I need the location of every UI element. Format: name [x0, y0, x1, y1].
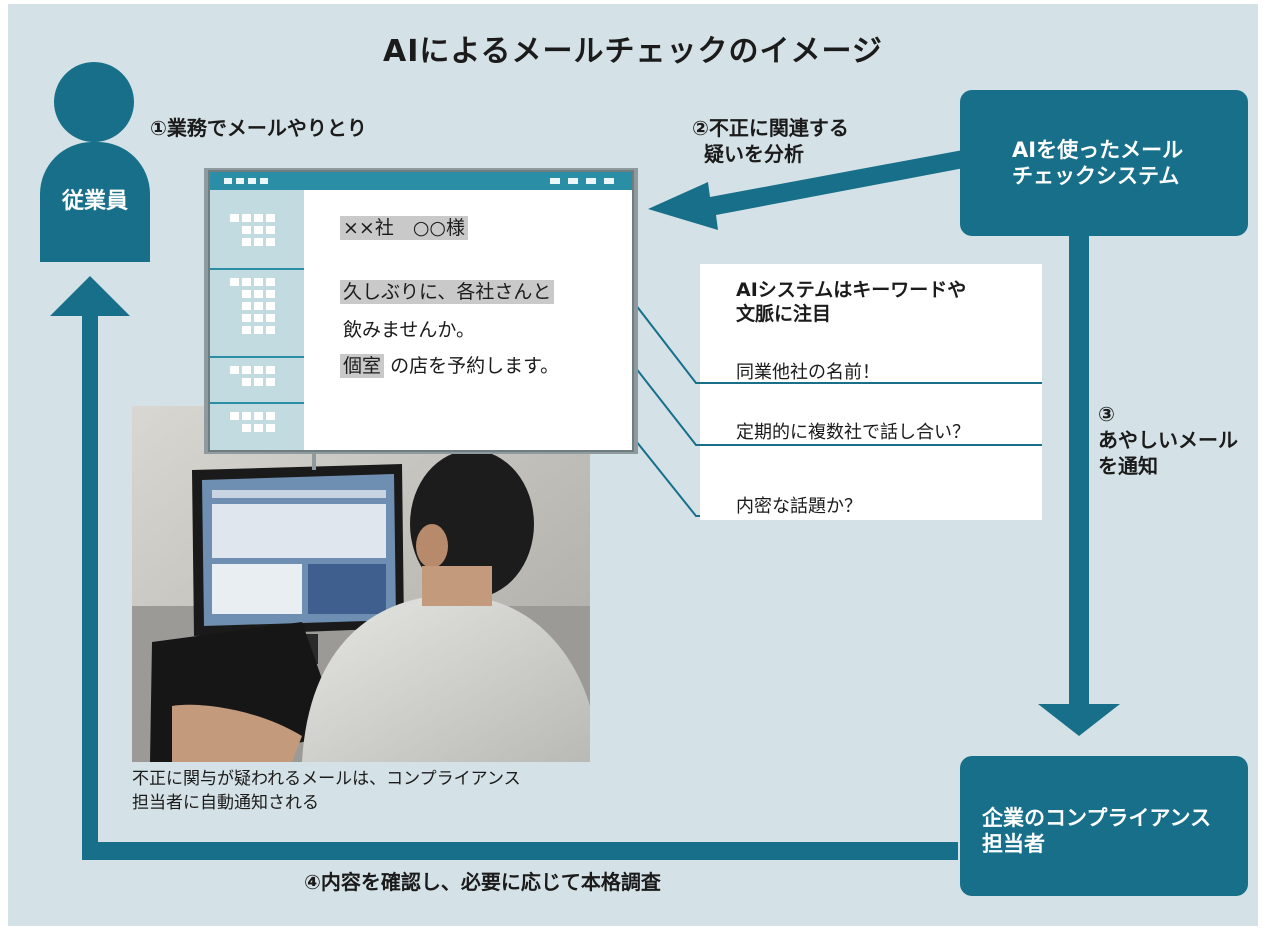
step3-label-line2: あやしいメール	[1098, 428, 1238, 452]
mail-body-line3: 個室 の店を予約します。	[340, 354, 559, 378]
mail-keyword-private-room: 個室	[340, 354, 385, 378]
mail-window-titlebar	[210, 172, 632, 190]
mail-body-line3-rest: の店を予約します。	[390, 355, 560, 377]
window-control	[568, 178, 578, 184]
window-dot	[248, 178, 256, 184]
photo-caption-line1: 不正に関与が疑われるメールは、コンプライアンス	[132, 769, 521, 789]
mail-body-line2: 飲みませんか。	[343, 319, 476, 341]
analysis-divider	[700, 382, 1042, 384]
analysis-heading-line2: 文脈に注目	[736, 303, 832, 325]
arrow-analyze	[648, 150, 964, 230]
step3-label-line3: を通知	[1098, 454, 1158, 478]
ai-check-system-box: AIを使ったメール チェックシステム	[960, 90, 1248, 236]
employee-label: 従業員	[61, 189, 128, 214]
mail-body-line1: 久しぶりに、各社さんと	[340, 280, 555, 304]
step3-label-line1: ③	[1098, 402, 1115, 426]
ai-system-line2: チェックシステム	[1012, 164, 1180, 188]
sidebar-divider	[210, 268, 304, 270]
compliance-officer-box: 企業のコンプライアンス 担当者	[960, 756, 1248, 896]
mail-window: ××社 ○○様 久しぶりに、各社さんと 飲みませんか。 個室 の店を予約します。	[208, 170, 634, 452]
step1-label: ①業務でメールやりとり	[150, 116, 367, 140]
sidebar-divider	[210, 356, 304, 358]
window-control	[550, 178, 560, 184]
mail-body-line1-text: 久しぶりに、各社さんと	[340, 280, 555, 304]
analysis-heading-line1: AIシステムはキーワードや	[736, 279, 967, 301]
diagram-canvas: AIによるメールチェックのイメージ 従業員 ①業務でメールやりとり ②不正に関連…	[8, 4, 1258, 926]
window-dot	[236, 178, 244, 184]
analysis-point-confidential: 内密な話題か？	[736, 496, 862, 517]
analysis-point-meetings: 定期的に複数社で話し合い？	[736, 422, 970, 443]
mail-recipient-text: ××社 ○○様	[340, 216, 468, 240]
diagram-title: AIによるメールチェックのイメージ	[383, 34, 883, 69]
step2-label-line2: 疑いを分析	[704, 142, 804, 166]
analysis-point-competitors: 同業他社の名前！	[736, 362, 880, 383]
sidebar-divider	[210, 402, 304, 404]
employee-head-icon	[54, 62, 134, 142]
arrow-notify	[1038, 236, 1120, 736]
mail-sidebar	[210, 190, 304, 450]
analysis-divider	[700, 444, 1042, 446]
ai-system-line1: AIを使ったメール	[1012, 138, 1184, 162]
office-photo	[132, 406, 590, 762]
compliance-line2: 担当者	[982, 832, 1045, 856]
window-dot	[260, 178, 268, 184]
mail-recipient: ××社 ○○様	[340, 216, 468, 240]
photo-caption-line2: 担当者に自動通知される	[132, 793, 319, 813]
employee-figure: 従業員	[40, 142, 150, 262]
step2-label-line1: ②不正に関連する	[692, 116, 849, 140]
analysis-panel: AIシステムはキーワードや 文脈に注目 同業他社の名前！ 定期的に複数社で話し合…	[700, 264, 1042, 520]
step4-label: ④内容を確認し、必要に応じて本格調査	[304, 870, 661, 894]
window-control	[604, 178, 614, 184]
mail-window-stand	[312, 454, 316, 470]
window-control	[586, 178, 596, 184]
photo-illustration	[132, 406, 590, 762]
compliance-line1: 企業のコンプライアンス	[982, 806, 1212, 830]
window-dot	[224, 178, 232, 184]
